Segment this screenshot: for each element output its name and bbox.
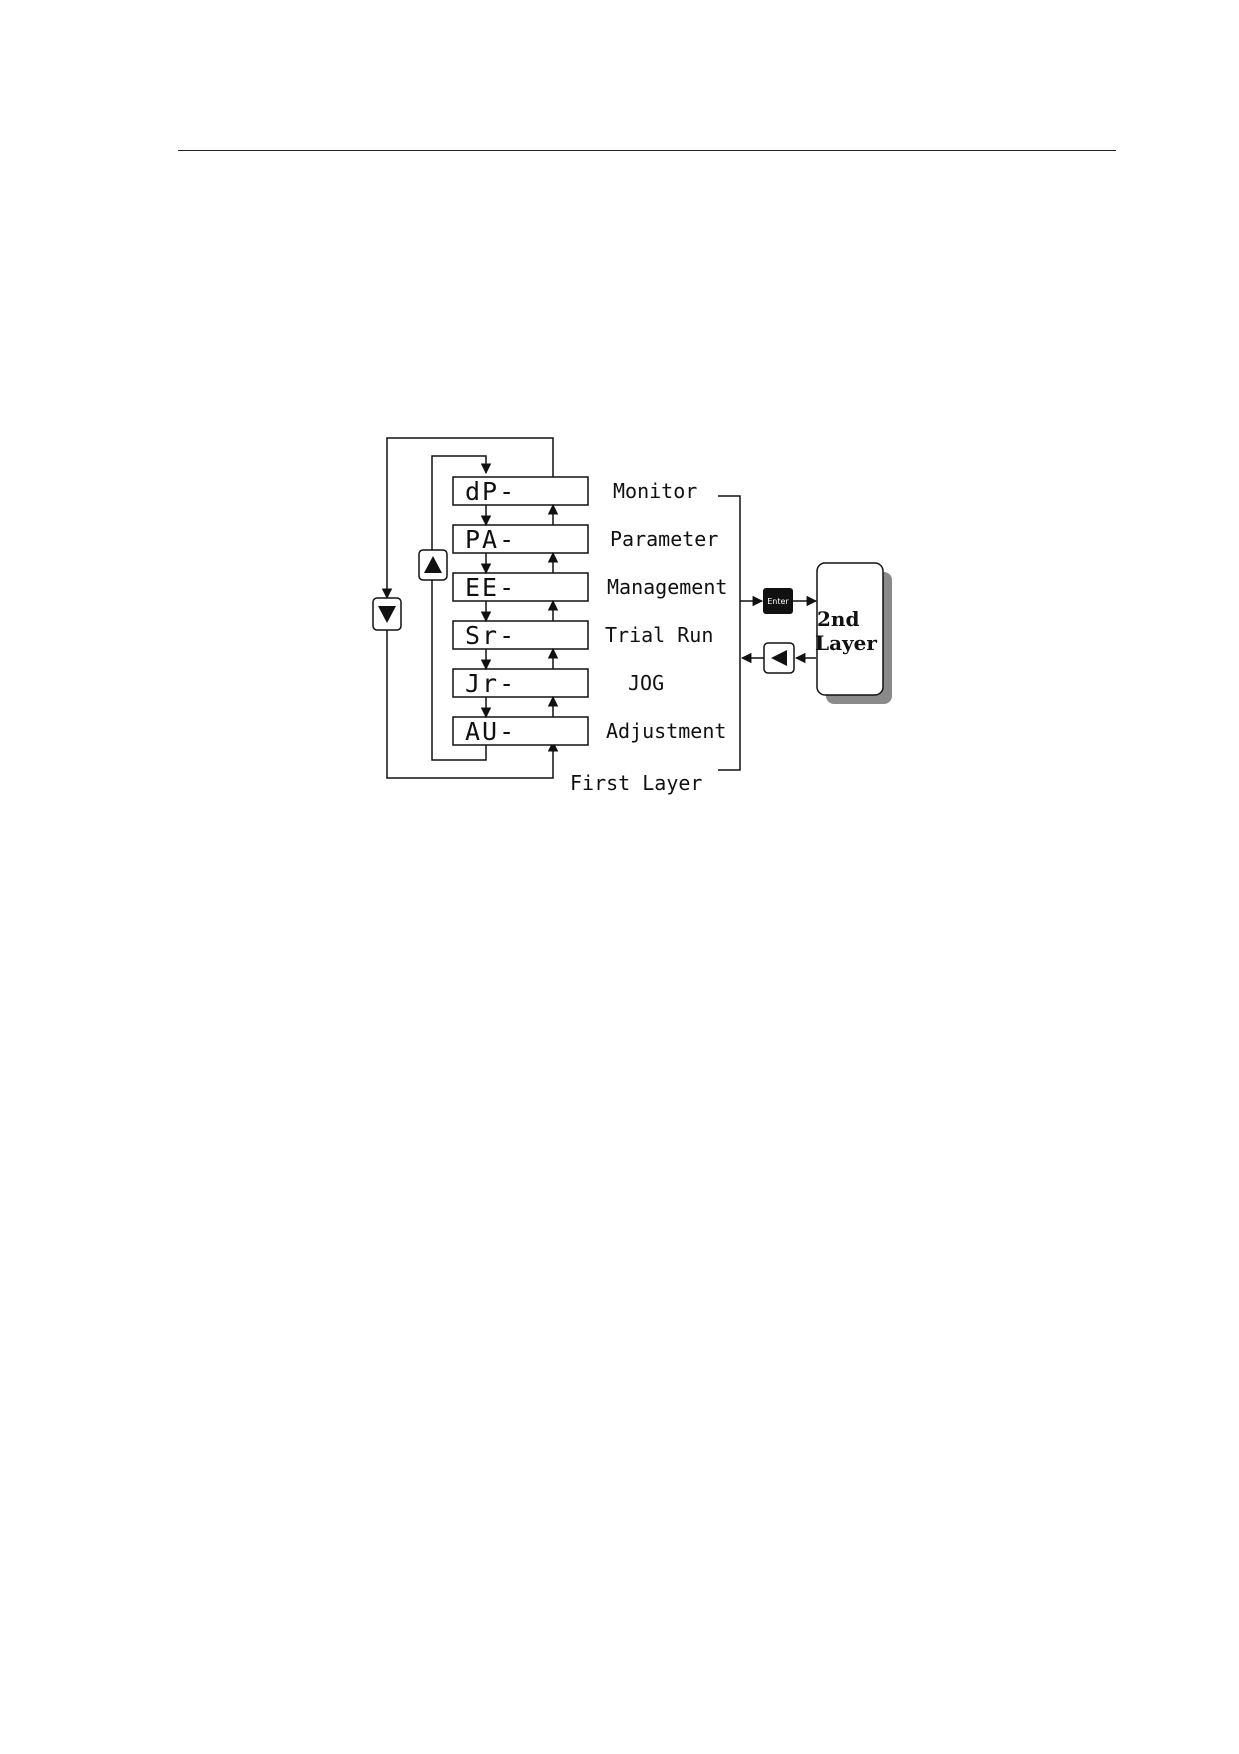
up-triangle-icon xyxy=(424,556,442,573)
mode-code: Sr- xyxy=(465,621,516,650)
mode-code: PA- xyxy=(465,525,516,554)
mode-display-box xyxy=(452,668,589,698)
mode-display-box xyxy=(452,524,589,554)
mode-code: EE- xyxy=(465,573,516,602)
mode-display-box xyxy=(452,476,589,506)
down-triangle-icon xyxy=(378,606,396,623)
mode-label: Parameter xyxy=(610,527,718,551)
enter-key-label: Enter xyxy=(767,597,789,606)
mode-boxes: dP- PA- EE- Sr- Jr- AU- xyxy=(452,476,589,746)
left-triangle-icon xyxy=(771,650,787,666)
mode-code: AU- xyxy=(465,717,516,746)
outer-loop-lines xyxy=(381,437,559,779)
mode-display-box xyxy=(452,620,589,650)
mode-display-box xyxy=(452,716,589,746)
second-layer-box: 2nd Layer xyxy=(815,562,892,704)
mode-code: Jr- xyxy=(465,669,516,698)
header-rule xyxy=(178,150,1116,151)
mode-arrows xyxy=(480,503,559,719)
first-layer-bracket xyxy=(718,495,741,771)
mode-label: Adjustment xyxy=(606,719,726,743)
first-layer-label: First Layer xyxy=(570,771,702,795)
back-key[interactable] xyxy=(763,642,795,674)
mode-label: JOG xyxy=(628,671,664,695)
inner-loop-lines xyxy=(431,455,492,761)
mode-label: Trial Run xyxy=(605,623,713,647)
enter-key[interactable]: Enter xyxy=(763,588,793,614)
up-key[interactable] xyxy=(418,549,448,581)
mode-code: dP- xyxy=(465,477,516,506)
mode-label: Management xyxy=(607,575,727,599)
mode-display-box xyxy=(452,572,589,602)
down-key[interactable] xyxy=(372,597,402,631)
mode-label: Monitor xyxy=(613,479,697,503)
second-layer-line2: Layer xyxy=(815,631,877,655)
second-layer-line1: 2nd xyxy=(817,607,859,631)
